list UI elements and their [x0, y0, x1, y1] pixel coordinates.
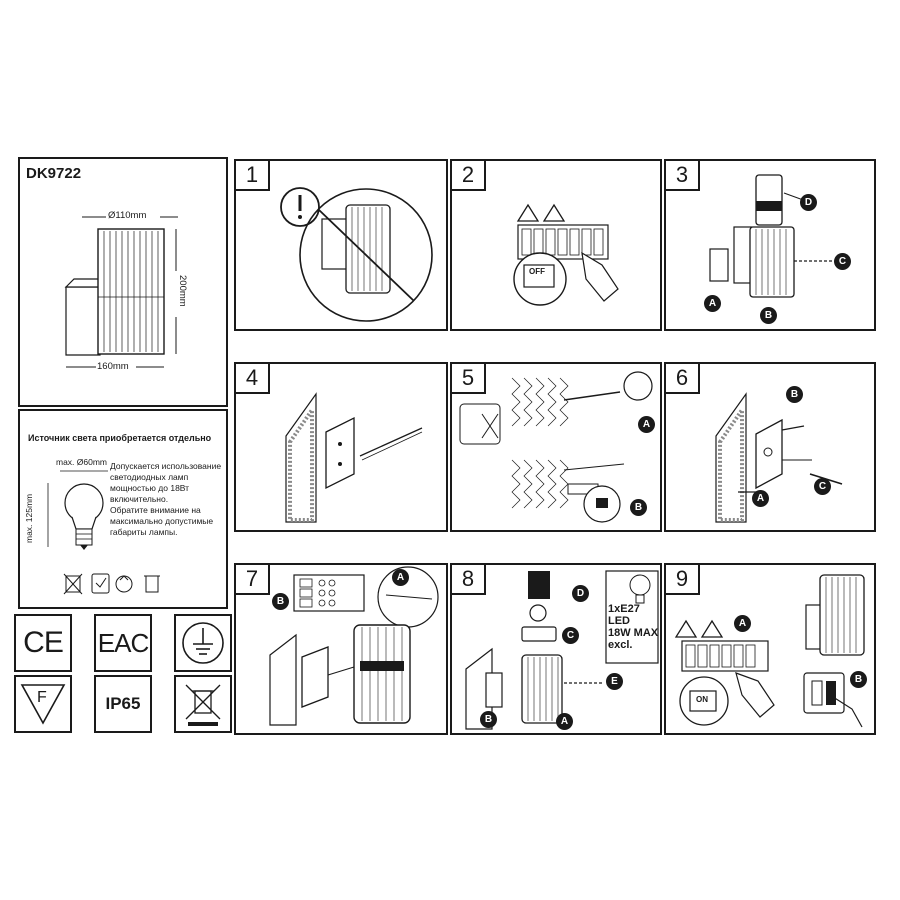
step-1-drawing [280, 187, 433, 322]
label-a: A [704, 295, 721, 312]
step-2-panel: 2 OFF [450, 159, 662, 331]
note-line: габариты лампы. [110, 527, 178, 537]
note-line: Обратите внимание на [110, 505, 201, 515]
label-b: B [480, 711, 497, 728]
note-line: максимально допустимые [110, 516, 214, 526]
lamp-info-heading: Источник света приобретается отдельно [28, 433, 212, 443]
off-switch-label: OFF [529, 267, 545, 276]
on-switch-label: ON [696, 695, 708, 704]
step-3-drawing [709, 174, 834, 298]
bulb-spec-line: 18W MAX [608, 627, 659, 639]
diameter-dimension: Ø110mm [108, 210, 147, 221]
step-5-drawing [459, 371, 653, 523]
lamp-info-panel: Источник света приобретается отдельно ma… [18, 409, 228, 609]
label-b: B [760, 307, 777, 324]
bulb-spec-line: excl. [608, 639, 633, 651]
label-c: C [834, 253, 851, 270]
model-title: DK9722 [26, 165, 82, 182]
ce-text: CE [23, 626, 64, 659]
step-number: 2 [452, 161, 486, 191]
label-a: A [392, 569, 409, 586]
step-9-panel: 9 ON A B [664, 563, 876, 735]
label-d: D [572, 585, 589, 602]
depth-dimension: 160mm [97, 361, 129, 372]
step-number: 6 [666, 364, 700, 394]
step-number: 8 [452, 565, 486, 595]
bulb-drawing [47, 470, 160, 595]
step-9-drawing [674, 574, 865, 728]
step-3-panel: 3 D C A B [664, 159, 876, 331]
step-number: 5 [452, 364, 486, 394]
note-line: включительно. [110, 494, 169, 504]
label-d: D [800, 194, 817, 211]
label-c: C [562, 627, 579, 644]
note-line: мощностью до 18Вт [110, 483, 190, 493]
step-5-panel: 5 A B [450, 362, 662, 532]
lamp-notes: Допускается использование светодиодных л… [110, 461, 228, 538]
step-8-drawing [465, 570, 659, 730]
ground-mark [174, 614, 232, 672]
height-dimension: 200mm [177, 275, 188, 307]
eac-text: EAC [97, 627, 149, 658]
step-2-drawing [513, 203, 619, 306]
step-1-panel: 1 [234, 159, 448, 331]
step-7-drawing [269, 566, 439, 726]
label-e: E [606, 673, 623, 690]
step-number: 3 [666, 161, 700, 191]
step-number: 4 [236, 364, 270, 394]
bulb-spec: 1xE27 LED 18W MAX excl. [608, 603, 658, 651]
f-triangle-icon [20, 684, 66, 725]
step-7-panel: 7 B A [234, 563, 448, 735]
label-a: A [752, 490, 769, 507]
label-a: A [556, 713, 573, 730]
step-4-panel: 4 [234, 362, 448, 532]
lamp-dimension-drawing [64, 216, 178, 368]
label-a: A [734, 615, 751, 632]
ip-text: IP65 [105, 694, 141, 713]
crossed-bin-icon [185, 684, 221, 726]
step-4-drawing [285, 392, 423, 523]
step-6-panel: 6 B C A [664, 362, 876, 532]
max-diameter-label: max. Ø60mm [56, 457, 108, 467]
label-b: B [850, 671, 867, 688]
step-number: 9 [666, 565, 700, 595]
f-mark: F [14, 675, 72, 733]
label-c: C [814, 478, 831, 495]
f-text: F [37, 689, 47, 706]
bulb-spec-line: LED [608, 615, 630, 627]
step-6-drawing [715, 392, 843, 523]
label-a: A [638, 416, 655, 433]
note-line: светодиодных ламп [110, 472, 189, 482]
product-panel: DK9722 Ø110mm 200mm 160mm [18, 157, 228, 407]
label-b: B [630, 499, 647, 516]
label-b: B [272, 593, 289, 610]
ground-icon [182, 622, 224, 664]
note-line: Допускается использование [110, 461, 222, 471]
label-b: B [786, 386, 803, 403]
step-number: 1 [236, 161, 270, 191]
weee-mark [174, 675, 232, 733]
bulb-spec-line: 1xE27 [608, 603, 640, 615]
ip-mark: IP65 [94, 675, 152, 733]
eac-mark: EAC [94, 614, 152, 672]
step-number: 7 [236, 565, 270, 595]
step-8-panel: 8 D C E B A 1xE27 LED 18W MAX excl. [450, 563, 662, 735]
ce-mark: CE [14, 614, 72, 672]
